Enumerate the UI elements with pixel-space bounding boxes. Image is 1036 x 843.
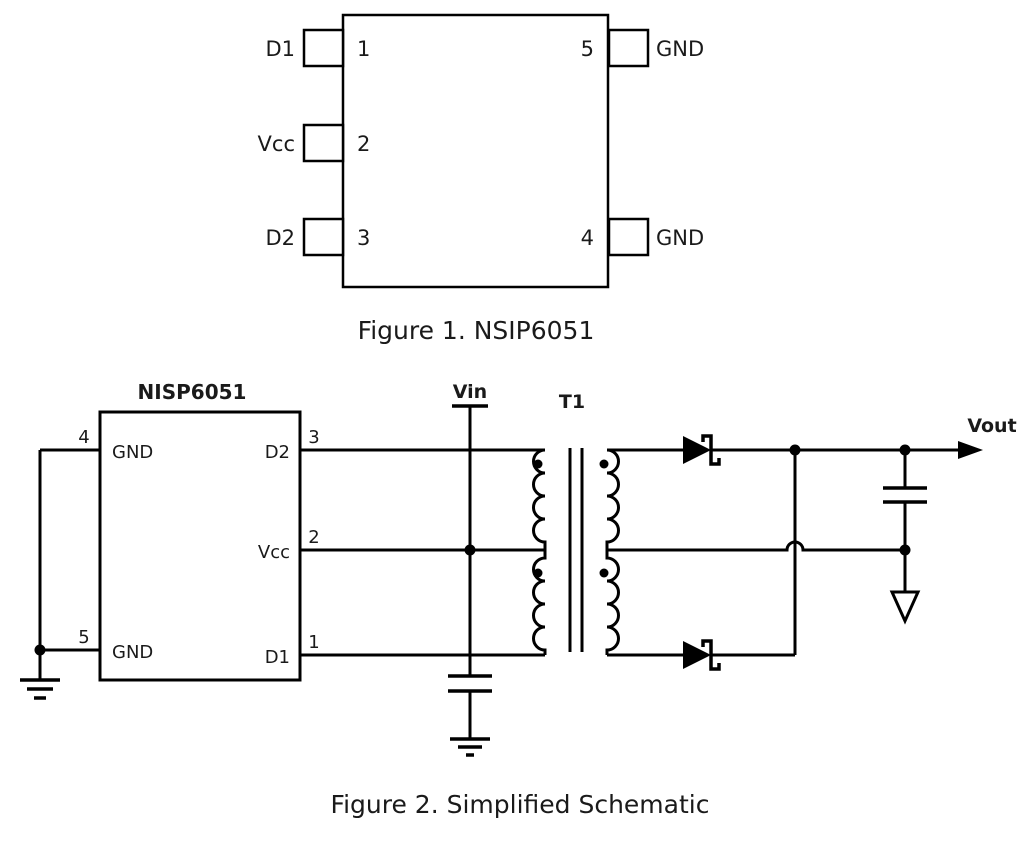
primary-top-winding	[532, 448, 547, 550]
pin5-pad	[607, 28, 650, 68]
junction-dot-output-top	[899, 444, 911, 456]
chip-pin2-label: Vcc	[258, 542, 290, 563]
pin4-number: 4	[581, 226, 594, 250]
pin1-pad	[302, 28, 345, 68]
pin3-signal-label: D2	[265, 226, 295, 250]
chip-pin4-number: 4	[78, 427, 89, 448]
chip-pin3-number: 3	[308, 427, 319, 448]
chip-pin5-label: GND	[112, 642, 153, 663]
chip-body	[98, 410, 302, 682]
figure2-schematic: NISP6051 4 5 GND GND 3 2 1 D2 Vcc D1 Vin	[20, 380, 1017, 757]
vout-arrowhead	[958, 441, 983, 459]
junction-dot-left-ground	[34, 644, 46, 656]
chip-pin2-number: 2	[308, 527, 319, 548]
chip-pin5-number: 5	[78, 627, 89, 648]
pin5-number: 5	[581, 37, 594, 61]
pin1-signal-label: D1	[265, 37, 295, 61]
phasing-dot-secondary-bottom	[599, 568, 609, 578]
output-capacitor	[883, 486, 927, 504]
pin3-pad	[302, 217, 345, 257]
phasing-dot-primary-top	[533, 459, 543, 469]
pin2-pad	[302, 123, 345, 163]
pin4-signal-label: GND	[656, 226, 704, 250]
transformer-t1	[532, 448, 620, 655]
chip-pin3-label: D2	[265, 442, 290, 463]
ground-symbol-vin	[450, 737, 490, 757]
chip-pin4-label: GND	[112, 442, 153, 463]
ground-symbol-left	[20, 678, 60, 700]
pin5-signal-label: GND	[656, 37, 704, 61]
pin4-pad	[607, 217, 650, 257]
input-capacitor	[448, 674, 492, 693]
primary-bottom-winding	[532, 550, 547, 655]
secondary-bottom-winding	[605, 550, 620, 655]
junction-dot-rail-join	[789, 444, 801, 456]
figure1-caption: Figure 1. NSIP6051	[358, 316, 595, 345]
pin2-signal-label: Vcc	[258, 132, 295, 156]
phasing-dot-secondary-top	[599, 459, 609, 469]
pin1-number: 1	[357, 37, 370, 61]
chip-title: NISP6051	[138, 380, 247, 404]
center-tap-return-wire	[607, 540, 905, 552]
vin-label: Vin	[453, 381, 487, 403]
figure2-caption: Figure 2. Simplified Schematic	[331, 790, 710, 819]
transformer-label: T1	[559, 391, 585, 413]
figure1-pinout-diagram: D1 Vcc D2 1 2 3 5 4 GND GND	[258, 13, 704, 289]
ic-package-body	[341, 13, 610, 289]
junction-dot-vin-vcc	[464, 544, 476, 556]
vout-label: Vout	[967, 415, 1016, 437]
chip-pin1-label: D1	[265, 647, 290, 668]
pin3-number: 3	[357, 226, 370, 250]
phasing-dot-primary-bottom	[533, 568, 543, 578]
ground-arrow-symbol	[889, 590, 921, 625]
pin2-number: 2	[357, 132, 370, 156]
secondary-top-winding	[605, 448, 620, 550]
chip-pin1-number: 1	[308, 632, 319, 653]
